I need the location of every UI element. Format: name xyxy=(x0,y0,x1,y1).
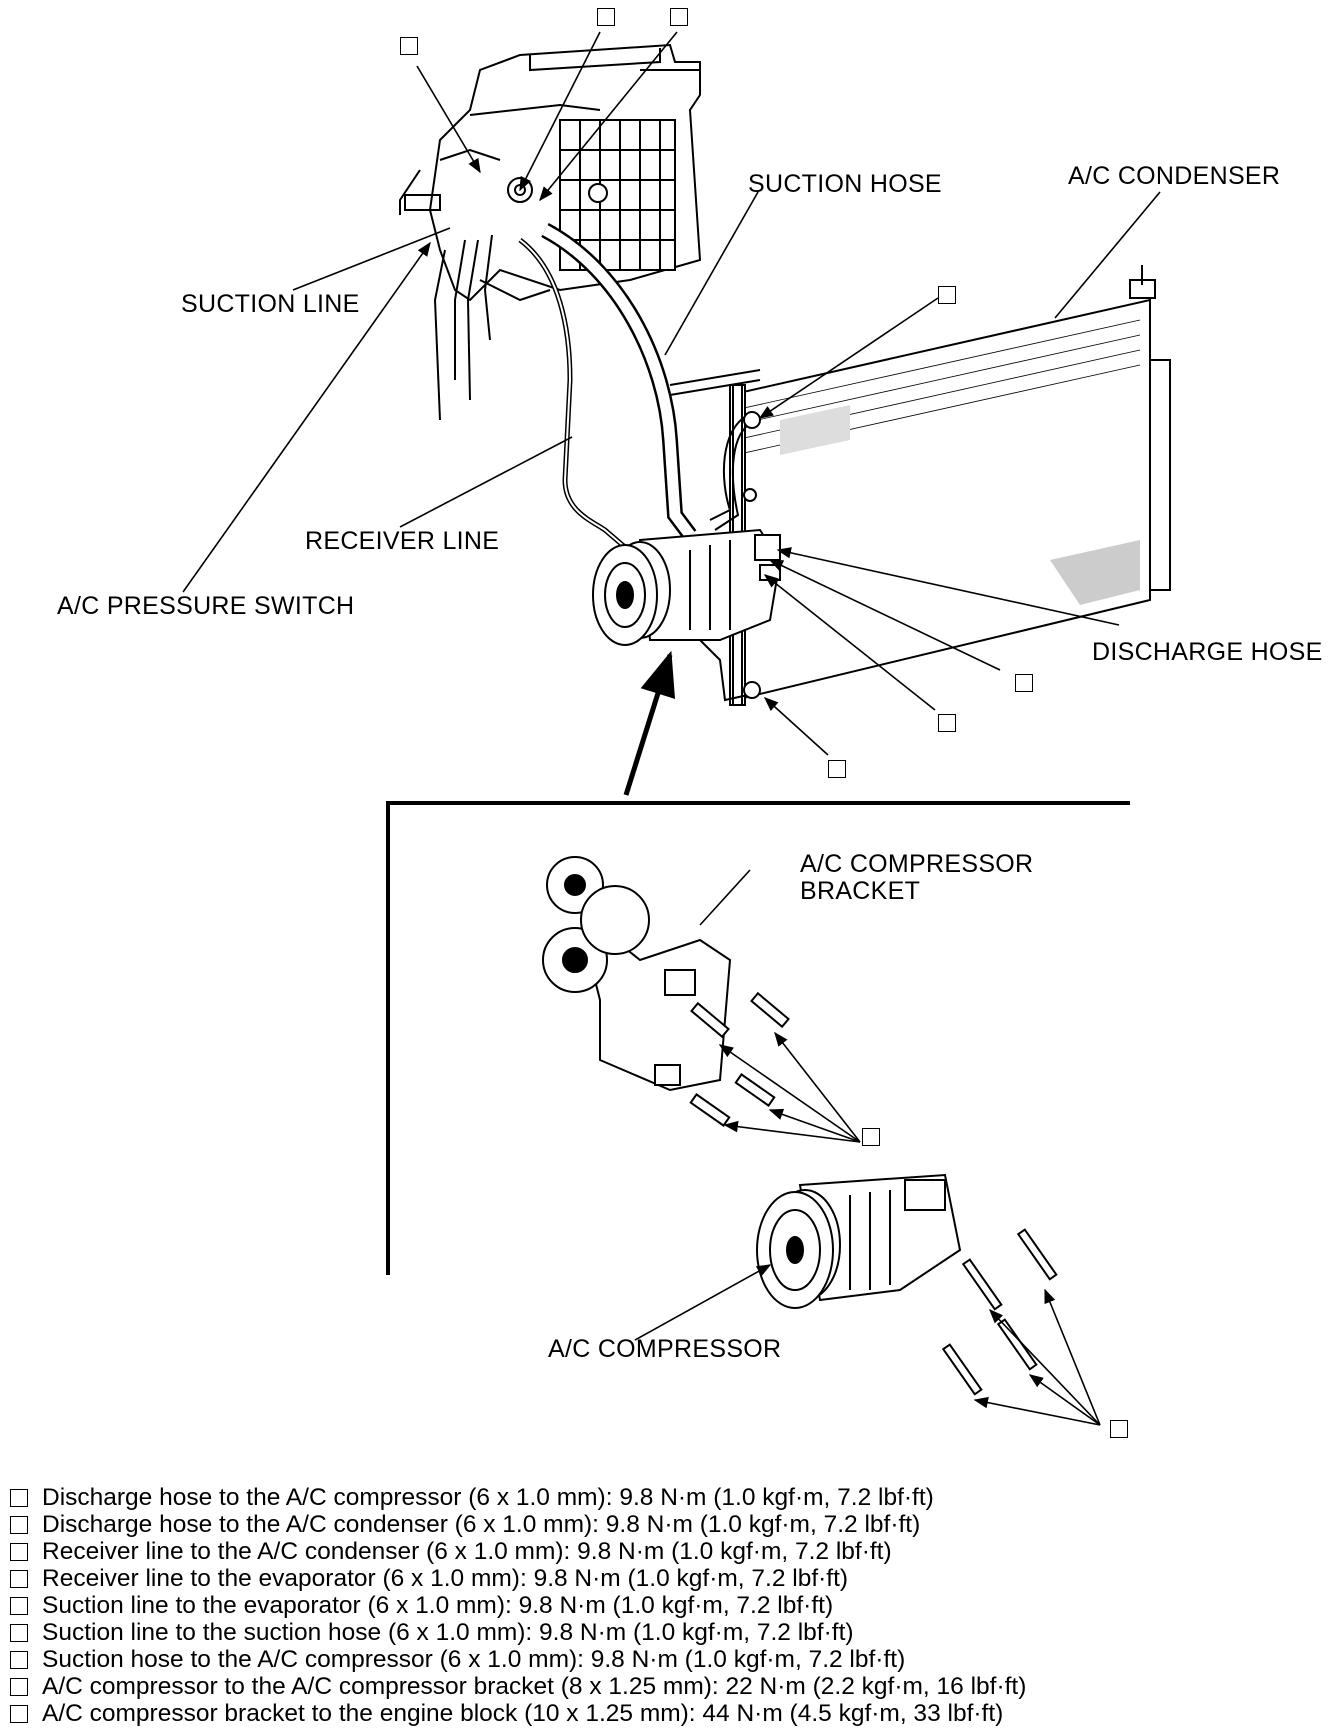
legend-box xyxy=(10,1677,28,1696)
compressor-detail xyxy=(756,1173,962,1309)
bracket-bolts xyxy=(689,991,790,1127)
torque-box-compressor xyxy=(1110,1420,1128,1438)
torque-box-condenser-top xyxy=(938,286,956,304)
label-ac-condenser: A/C CONDENSER xyxy=(1068,162,1281,190)
legend-row: Suction line to the evaporator (6 x 1.0 … xyxy=(10,1592,1330,1619)
legend-box xyxy=(10,1596,28,1615)
legend-text: Receiver line to the A/C condenser (6 x … xyxy=(42,1538,892,1565)
legend-text: Suction line to the evaporator (6 x 1.0 … xyxy=(42,1592,834,1619)
legend-row: Suction hose to the A/C compressor (6 x … xyxy=(10,1646,1330,1673)
compressor-bolts xyxy=(941,1228,1058,1396)
legend-box xyxy=(10,1488,28,1507)
legend-text: Discharge hose to the A/C condenser (6 x… xyxy=(42,1511,921,1538)
legend-row: Suction line to the suction hose (6 x 1.… xyxy=(10,1619,1330,1646)
detail-frame xyxy=(386,801,1130,1275)
legend-box xyxy=(10,1704,28,1723)
label-discharge-hose: DISCHARGE HOSE xyxy=(1092,638,1323,666)
legend-text: Receiver line to the evaporator (6 x 1.0… xyxy=(42,1565,849,1592)
torque-box-bracket xyxy=(862,1128,880,1146)
label-suction-line: SUCTION LINE xyxy=(181,290,360,318)
legend-box xyxy=(10,1569,28,1588)
condenser xyxy=(728,265,1171,706)
legend-box xyxy=(10,1542,28,1561)
compressor-leader-lines xyxy=(634,1264,1101,1426)
evaporator-unit xyxy=(399,43,702,302)
legend-box xyxy=(10,1650,28,1669)
torque-box-condenser-bottom xyxy=(828,760,846,778)
legend-text: Discharge hose to the A/C compressor (6 … xyxy=(42,1484,934,1511)
legend-row: Receiver line to the A/C condenser (6 x … xyxy=(10,1538,1330,1565)
label-compressor-bracket-line1: A/C COMPRESSOR xyxy=(800,850,1034,878)
label-ac-compressor: A/C COMPRESSOR xyxy=(548,1335,782,1363)
legend-text: Suction hose to the A/C compressor (6 x … xyxy=(42,1646,906,1673)
torque-box-evaporator-mid xyxy=(597,8,615,26)
torque-legend: Discharge hose to the A/C compressor (6 … xyxy=(10,1484,1330,1727)
legend-box xyxy=(10,1515,28,1534)
condenser-pipes xyxy=(669,369,761,702)
torque-box-evaporator-right xyxy=(670,8,688,26)
legend-row: A/C compressor bracket to the engine blo… xyxy=(10,1700,1330,1727)
label-ac-pressure-switch: A/C PRESSURE SWITCH xyxy=(57,592,355,620)
label-receiver-line: RECEIVER LINE xyxy=(305,527,500,555)
legend-text: A/C compressor bracket to the engine blo… xyxy=(42,1700,1004,1727)
torque-box-discharge-1 xyxy=(1015,674,1033,692)
torque-box-discharge-2 xyxy=(938,714,956,732)
legend-text: A/C compressor to the A/C compressor bra… xyxy=(42,1673,1027,1700)
leader-lines xyxy=(182,31,1161,756)
compressor-bracket xyxy=(542,856,732,1092)
detail-pointer-arrow xyxy=(623,650,676,796)
bracket-leader-lines xyxy=(699,869,861,1143)
evaporator-pipes xyxy=(433,234,493,421)
legend-row: A/C compressor to the A/C compressor bra… xyxy=(10,1673,1330,1700)
torque-box-evaporator-left xyxy=(400,37,418,55)
legend-text: Suction line to the suction hose (6 x 1.… xyxy=(42,1619,854,1646)
legend-row: Receiver line to the evaporator (6 x 1.0… xyxy=(10,1565,1330,1592)
label-suction-hose: SUCTION HOSE xyxy=(748,170,942,198)
ac-system-diagram xyxy=(182,31,1171,1426)
legend-box xyxy=(10,1623,28,1642)
label-compressor-bracket-line2: BRACKET xyxy=(800,877,921,905)
compressor-top xyxy=(592,528,782,646)
legend-row: Discharge hose to the A/C condenser (6 x… xyxy=(10,1511,1330,1538)
legend-row: Discharge hose to the A/C compressor (6 … xyxy=(10,1484,1330,1511)
